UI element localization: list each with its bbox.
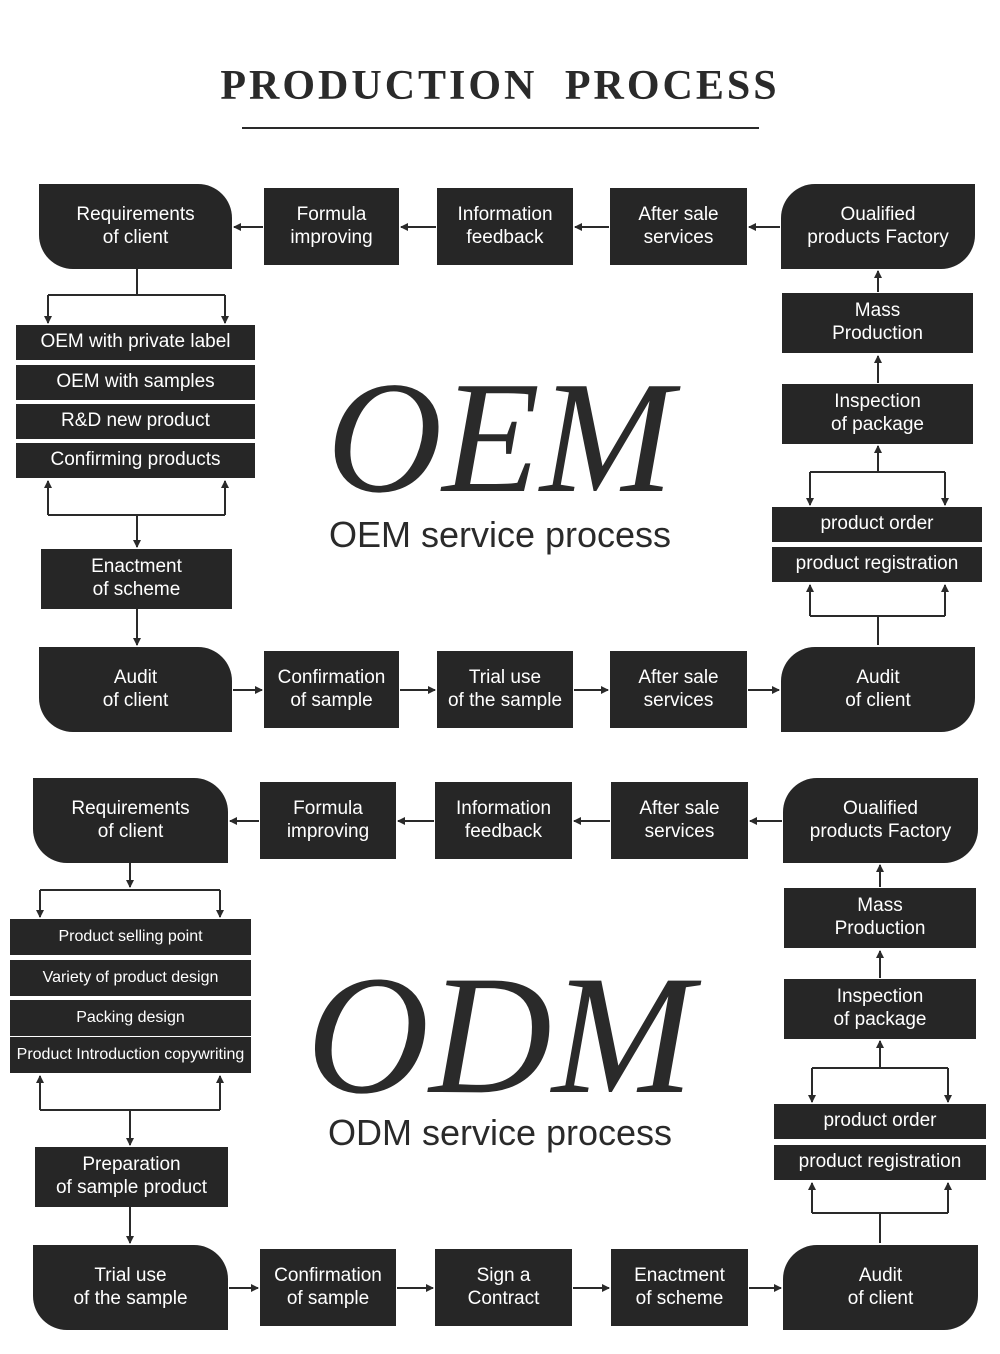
- odm-enactment-of-scheme: Enactment of scheme: [611, 1249, 748, 1326]
- odm-option-selling-point: Product selling point: [10, 919, 251, 955]
- oem-trial-use-of-sample: Trial use of the sample: [437, 651, 573, 728]
- oem-subtitle: OEM service process: [328, 514, 672, 555]
- oem-formula-improving: Formula improving: [264, 188, 399, 265]
- odm-sign-a-contract: Sign a Contract: [435, 1249, 572, 1326]
- oem-audit-of-client-right: Audit of client: [781, 647, 975, 732]
- oem-after-sale-services-bottom: After sale services: [610, 651, 747, 728]
- oem-option-confirming-products: Confirming products: [16, 443, 255, 478]
- odm-requirements-of-client: Requirements of client: [33, 778, 228, 863]
- oem-option-with-samples: OEM with samples: [16, 365, 255, 400]
- oem-after-sale-services-top: After sale services: [610, 188, 747, 265]
- oem-option-private-label: OEM with private label: [16, 325, 255, 360]
- odm-after-sale-services: After sale services: [611, 782, 748, 859]
- odm-big-label: ODM: [306, 941, 694, 1129]
- oem-option-rd-new-product: R&D new product: [16, 404, 255, 439]
- odm-formula-improving: Formula improving: [260, 782, 396, 859]
- odm-information-feedback: Information feedback: [435, 782, 572, 859]
- oem-qualified-products-factory: Oualified products Factory: [781, 184, 975, 269]
- odm-product-order: product order: [774, 1104, 986, 1139]
- title-underline: [242, 127, 759, 129]
- odm-option-packing-design: Packing design: [10, 1000, 251, 1036]
- odm-option-introduction-copywriting: Product Introduction copywriting: [10, 1037, 251, 1073]
- page-title: PRODUCTION PROCESS: [220, 63, 780, 109]
- odm-preparation-of-sample: Preparation of sample product: [35, 1147, 228, 1207]
- oem-product-registration: product registration: [772, 547, 982, 582]
- odm-confirmation-of-sample: Confirmation of sample: [260, 1249, 396, 1326]
- oem-requirements-of-client: Requirements of client: [39, 184, 232, 269]
- oem-confirmation-of-sample: Confirmation of sample: [264, 651, 399, 728]
- oem-audit-of-client-left: Audit of client: [39, 647, 232, 732]
- odm-qualified-products-factory: Oualified products Factory: [783, 778, 978, 863]
- odm-product-registration: product registration: [774, 1145, 986, 1180]
- odm-trial-use-of-sample: Trial use of the sample: [33, 1245, 228, 1330]
- odm-mass-production: Mass Production: [784, 888, 976, 948]
- odm-inspection-of-package: Inspection of package: [784, 979, 976, 1039]
- oem-enactment-of-scheme: Enactment of scheme: [41, 549, 232, 609]
- oem-product-order: product order: [772, 507, 982, 542]
- oem-information-feedback: Information feedback: [437, 188, 573, 265]
- odm-option-variety-design: Variety of product design: [10, 960, 251, 996]
- odm-audit-of-client: Audit of client: [783, 1245, 978, 1330]
- odm-subtitle: ODM service process: [327, 1112, 673, 1153]
- oem-mass-production: Mass Production: [782, 293, 973, 353]
- oem-big-label: OEM: [326, 348, 674, 526]
- oem-inspection-of-package: Inspection of package: [782, 384, 973, 444]
